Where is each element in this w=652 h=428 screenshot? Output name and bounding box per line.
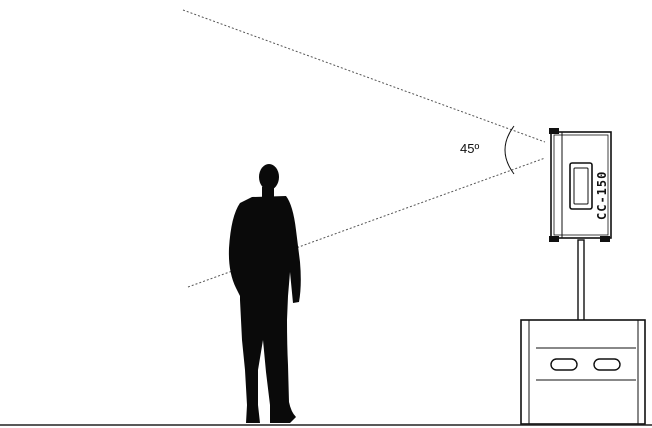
top-speaker-cabinet: CC-150 [549,128,612,242]
speaker-logo-panel [569,162,593,210]
coverage-line-lower [187,157,546,288]
coverage-angle-arc [504,125,515,175]
coverage-angle-label: 45º [460,141,479,156]
person-silhouette [228,164,301,423]
handle-right [593,358,621,371]
coverage-line-upper [182,9,546,143]
handle-left [550,358,578,371]
speaker-model-label: CC-150 [595,171,609,220]
subwoofer-cabinet [520,319,646,425]
speaker-pole [577,239,585,323]
